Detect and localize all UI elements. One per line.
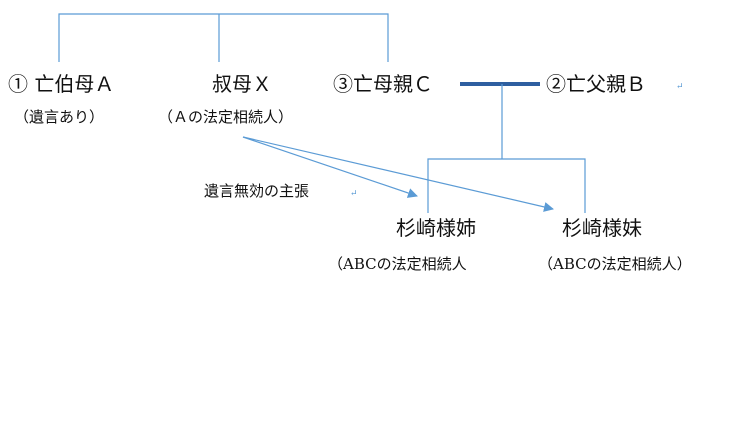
aunt-a-note: （遺言あり） (14, 108, 105, 126)
claim-label: 遺言無効の主張 (204, 182, 310, 200)
elder-sister-name: 杉崎様姉 (396, 216, 476, 240)
children-bracket-line (427, 158, 586, 213)
aunt-x-name: 叔母Ｘ (212, 72, 272, 96)
sibling-bracket-line (58, 13, 389, 62)
claim-arrow-elder (242, 136, 418, 198)
younger-sister-note: （ABCの法定相続人） (538, 255, 692, 273)
claim-arrow-younger (242, 136, 554, 212)
paragraph-mark-icon: ↵ (350, 189, 358, 199)
elder-sister-note: （ABCの法定相続人 (328, 255, 467, 273)
aunt-a-name: ① 亡伯母Ａ (8, 72, 115, 96)
father-b-name: ②亡父親Ｂ (546, 72, 646, 96)
younger-sister-name: 杉崎様妹 (562, 216, 642, 240)
paragraph-mark-icon: ↵ (676, 82, 684, 92)
mother-c-name: ③亡母親Ｃ (333, 72, 433, 96)
aunt-x-note: （Ａの法定相続人） (158, 108, 294, 126)
